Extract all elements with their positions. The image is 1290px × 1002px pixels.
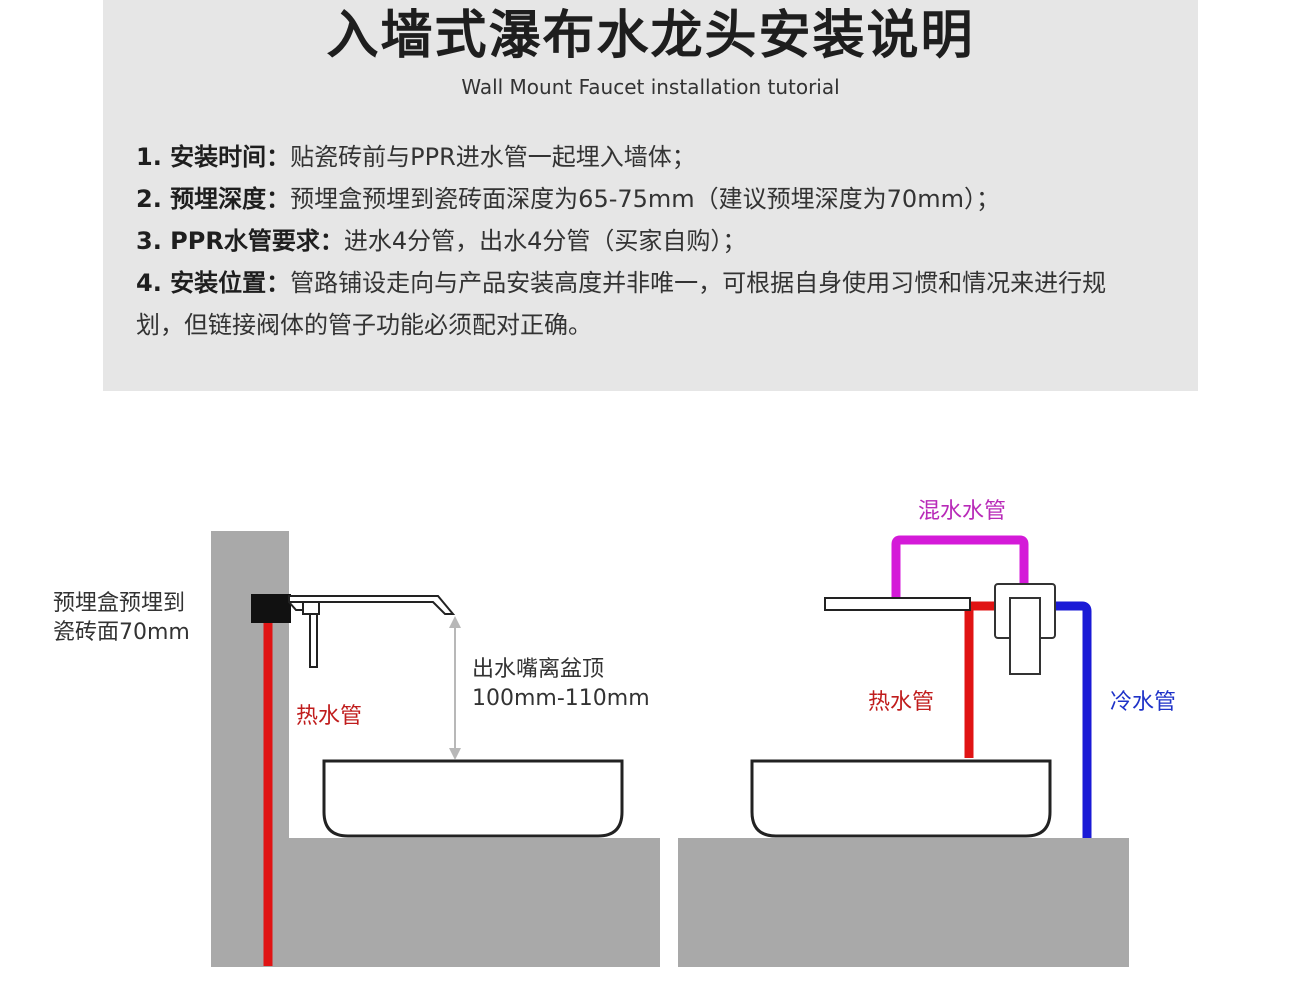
instruction-item: 4. 安装位置：管路铺设走向与产品安装高度并非唯一，可根据自身使用习惯和情况来进… [136,262,1146,346]
instruction-text: 管路铺设走向与产品安装高度并非唯一，可根据自身使用习惯和情况来进行规划，但链接阀… [136,269,1107,339]
hot-pipe [964,601,998,758]
right-diagram: 混水水管 热水管 冷水管 [678,499,1176,967]
embed-depth-label: 瓷砖面70mm [53,620,190,645]
instruction-text: 贴瓷砖前与PPR进水管一起埋入墙体； [290,143,696,171]
valve-handle [1009,597,1041,675]
instruction-list: 1. 安装时间：贴瓷砖前与PPR进水管一起埋入墙体； 2. 预埋深度：预埋盒预埋… [136,136,1176,346]
instruction-label: 1. 安装时间： [136,143,291,171]
basin [322,759,624,838]
instruction-label: 4. 安装位置： [136,269,291,297]
embedded-box [251,594,291,623]
arrow-down-icon [449,748,461,760]
instruction-text: 预埋盒预埋到瓷砖面深度为65-75mm（建议预埋深度为70mm）； [290,185,1000,213]
mixed-pipe-label: 混水水管 [918,499,1006,524]
instruction-label: 2. 预埋深度： [136,185,291,213]
cold-pipe-label: 冷水管 [1110,690,1176,715]
instructions-panel: 入墙式瀑布水龙头安装说明 Wall Mount Faucet installat… [103,0,1198,391]
instruction-item: 1. 安装时间：贴瓷砖前与PPR进水管一起埋入墙体； [136,136,1176,178]
instruction-item: 2. 预埋深度：预埋盒预埋到瓷砖面深度为65-75mm（建议预埋深度为70mm）… [136,178,1176,220]
instruction-label: 3. PPR水管要求： [136,227,344,255]
spout-height-label: 出水嘴离盆顶 [472,657,604,682]
page-title: 入墙式瀑布水龙头安装说明 [326,6,975,66]
hot-pipe-label: 热水管 [296,704,362,729]
installation-diagram: 预埋盒预埋到 瓷砖面70mm 热水管 出水嘴离盆顶 100mm-110mm 混水… [53,499,1176,967]
mixed-pipe [891,535,1029,598]
countertop [678,838,1129,967]
instruction-text: 进水4分管，出水4分管（买家自购）； [343,227,747,255]
countertop [289,838,660,967]
hot-pipe-label: 热水管 [868,690,934,715]
cold-pipe [1053,601,1092,838]
handle [309,613,318,668]
arrow-up-icon [449,616,461,628]
spout-height-label: 100mm-110mm [472,686,650,711]
embed-depth-label: 预埋盒预埋到 [53,591,185,616]
faucet-body [302,601,320,615]
left-diagram: 预埋盒预埋到 瓷砖面70mm 热水管 出水嘴离盆顶 100mm-110mm [53,531,660,967]
basin [750,759,1052,838]
page-subtitle: Wall Mount Faucet installation tutorial [461,75,840,99]
wall-spout [824,597,971,611]
instruction-item: 3. PPR水管要求：进水4分管，出水4分管（买家自购）； [136,220,1176,262]
